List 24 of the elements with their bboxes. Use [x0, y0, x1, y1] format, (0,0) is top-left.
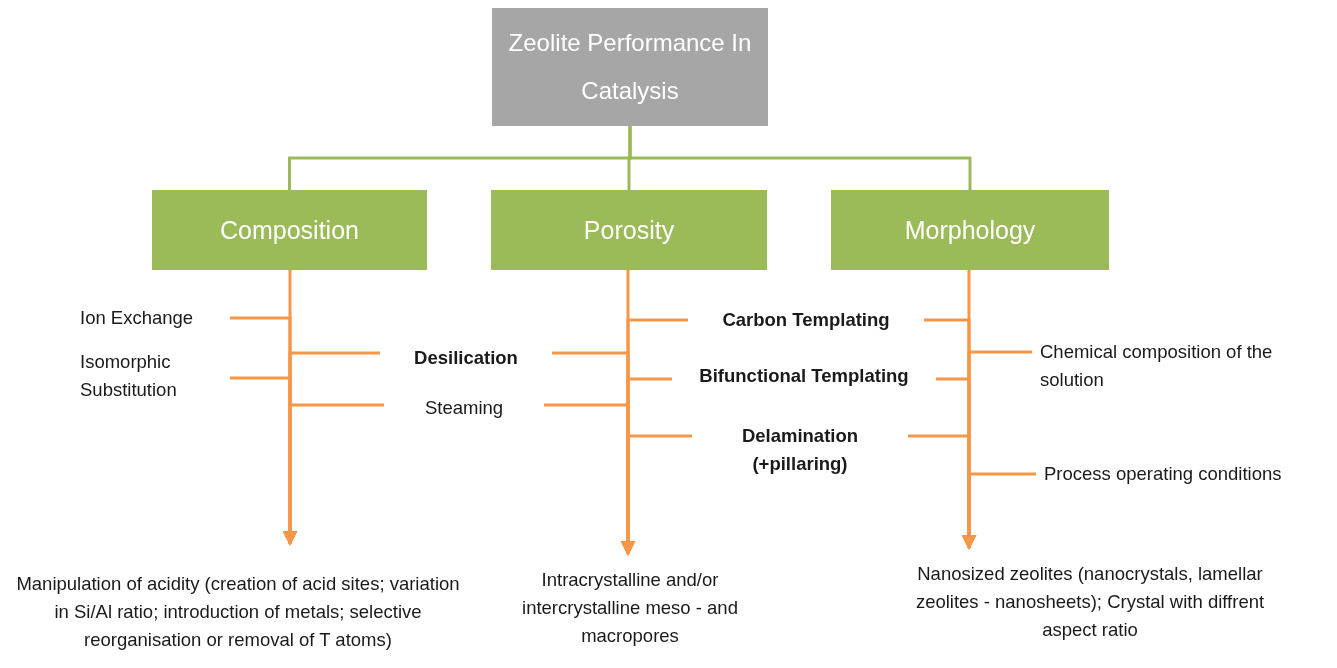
node-text: Ion Exchange — [80, 306, 194, 330]
node-text: Porosity — [583, 216, 675, 244]
category-box — [831, 190, 1109, 270]
node-text: Morphology — [904, 216, 1036, 244]
node-text: Chemical composition of the solution — [1040, 340, 1274, 392]
title-box — [492, 8, 768, 126]
node-text: Composition — [220, 216, 359, 244]
category-box — [491, 190, 767, 270]
node-text: Zeolite Performance In Catalysis — [507, 28, 753, 106]
node-text: Delamination (+pillaring) — [740, 424, 860, 476]
node-text: Steaming — [424, 396, 504, 420]
category-box — [152, 190, 427, 270]
node-text: Carbon Templating — [722, 308, 890, 332]
node-text: Bifunctional Templating — [699, 364, 909, 388]
node-text: Manipulation of acidity (creation of acid sites; variation in Si/Al ratio; introduction of metals; selective reorganisation or removal of T atoms) — [15, 572, 461, 652]
arrow — [282, 403, 384, 546]
arrow — [961, 472, 1036, 550]
arrow — [620, 434, 692, 556]
node-text: Isomorphic Substitution — [80, 350, 178, 402]
node-text: Nanosized zeolites (nanocrystals, lamellar zeolites - nanosheets); Crystal with diffrent aspect ratio — [914, 562, 1266, 642]
connector-line — [628, 126, 972, 190]
node-text: Desilication — [414, 346, 518, 370]
node-text: Intracrystalline and/or intercrystalline meso - and macropores — [521, 568, 739, 648]
node-text: Process operating conditions — [1044, 462, 1282, 486]
